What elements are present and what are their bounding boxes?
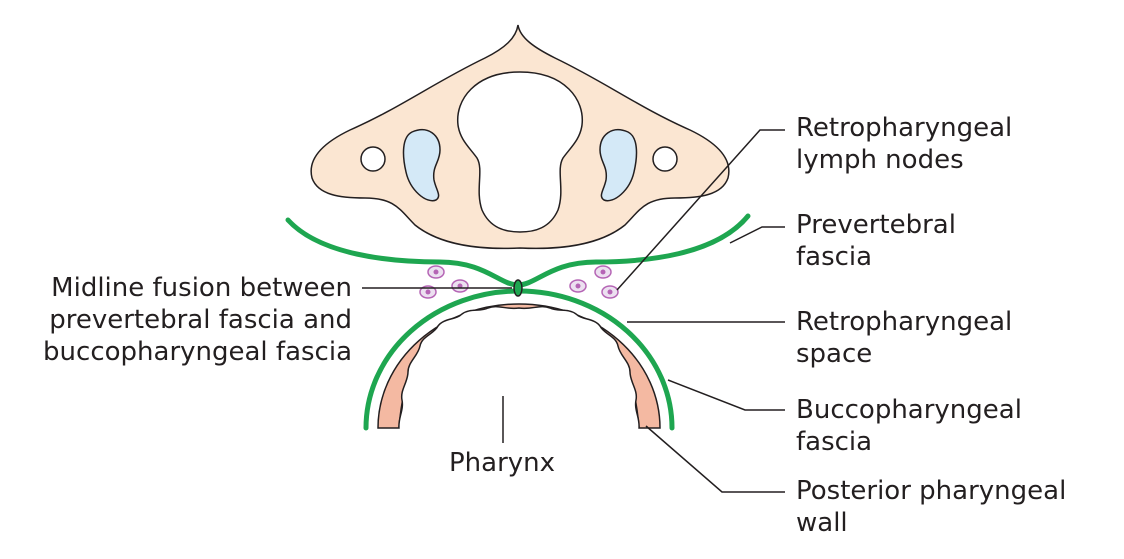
label-line: prevertebral fascia and <box>49 305 352 335</box>
label-line: lymph nodes <box>796 145 964 175</box>
lymph-node-core <box>425 289 431 295</box>
pharyngeal-mucosa-scallops <box>398 305 640 429</box>
lymph-nodes <box>419 265 619 299</box>
label-line: buccopharyngeal fascia <box>43 337 352 367</box>
label-prevertebral-fascia: Prevertebral fascia <box>796 209 956 273</box>
leader-retropharyngeal-lymph-nodes <box>616 129 785 291</box>
leader-prevertebral-fascia <box>729 226 785 244</box>
label-line: Retropharyngeal <box>796 113 1013 143</box>
pharynx <box>377 303 661 429</box>
label-midline-fusion: Midline fusion between prevertebral fasc… <box>43 272 352 368</box>
label-line: Retropharyngeal <box>796 307 1013 337</box>
left-foramen-circle <box>360 146 386 172</box>
midline-fusion-node <box>513 279 523 297</box>
lymph-node-core <box>600 269 606 275</box>
leader-posterior-pharyngeal-wall <box>645 425 785 493</box>
vertebral-foramen <box>457 71 583 233</box>
label-line: fascia <box>796 427 873 457</box>
lymph-node-core <box>575 283 581 289</box>
label-line: space <box>796 339 873 369</box>
label-retropharyngeal-space: Retropharyngeal space <box>796 306 1012 370</box>
label-line: Pharynx <box>449 448 556 478</box>
right-foramen-circle <box>652 146 678 172</box>
label-pharynx: Pharynx <box>449 447 555 479</box>
label-buccopharyngeal-fascia: Buccopharyngeal fascia <box>796 394 1022 458</box>
label-posterior-pharyngeal-wall: Posterior pharyngeal wall <box>796 475 1066 539</box>
lymph-node-core <box>607 289 613 295</box>
label-line: fascia <box>796 242 873 272</box>
label-line: wall <box>796 508 848 538</box>
label-line: Posterior pharyngeal <box>796 476 1067 506</box>
leader-buccopharyngeal-fascia <box>667 379 785 411</box>
leader-lines <box>362 129 785 493</box>
left-transverse-foramen <box>402 129 441 202</box>
label-retropharyngeal-lymph-nodes: Retropharyngeal lymph nodes <box>796 112 1012 176</box>
label-line: Prevertebral <box>796 210 956 240</box>
lymph-node-core <box>433 269 439 275</box>
cervical-vertebra <box>310 24 730 250</box>
label-line: Buccopharyngeal <box>796 395 1022 425</box>
right-transverse-foramen <box>599 129 638 202</box>
label-line: Midline fusion between <box>51 273 352 303</box>
